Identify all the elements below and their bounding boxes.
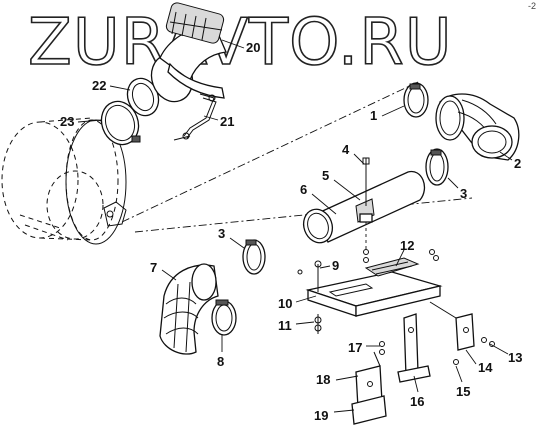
- watermark-text: ZURAVTO.RU: [28, 6, 453, 80]
- callout-23: 23: [60, 114, 74, 129]
- intake-elbow-20: [150, 2, 227, 103]
- callout-19: 19: [314, 408, 328, 423]
- callout-8: 8: [217, 354, 224, 369]
- clamp-8: [211, 299, 237, 336]
- intake-tube-6: [302, 170, 425, 244]
- support-bracket-10: [305, 271, 443, 317]
- callout-15: 15: [456, 384, 470, 399]
- hose-elbow-2: [435, 93, 520, 161]
- callout-20: 20: [246, 40, 260, 55]
- clamp-3-lower: [242, 239, 266, 275]
- fasteners-13-15-17: [379, 249, 495, 365]
- callout-12: 12: [400, 238, 414, 253]
- bracket-19: [351, 395, 387, 425]
- callout-5: 5: [322, 168, 329, 183]
- callout-7: 7: [150, 260, 157, 275]
- pad-12: [364, 257, 420, 277]
- callout-10: 10: [278, 296, 292, 311]
- callout-6: 6: [300, 182, 307, 197]
- bolts-9-11: [297, 260, 322, 334]
- lower-elbow-7: [159, 263, 219, 355]
- bolt-4: [362, 157, 370, 206]
- callout-22: 22: [92, 78, 106, 93]
- callout-18: 18: [316, 372, 330, 387]
- strap-21: [173, 93, 217, 141]
- callout-17: 17: [348, 340, 362, 355]
- callout-4: 4: [342, 142, 350, 157]
- callout-2: 2: [514, 156, 521, 171]
- air-filter-housing: [1, 117, 127, 245]
- callout-13: 13: [508, 350, 522, 365]
- callout-14: 14: [478, 360, 493, 375]
- clamp-23: [100, 100, 141, 146]
- callout-labels: 1 2 3 3 4 5 6 7 8 9 10 11 12 13 14 15 16…: [60, 40, 522, 423]
- callout-3-lower: 3: [218, 226, 225, 241]
- callout-11: 11: [278, 318, 292, 333]
- corner-mark: -2: [528, 1, 536, 11]
- leader-lines: [77, 39, 513, 413]
- callout-3-upper: 3: [460, 186, 467, 201]
- clamp-3-upper: [425, 148, 449, 186]
- clamp-1: [403, 82, 429, 118]
- callout-1: 1: [370, 108, 377, 123]
- bracket-16: [397, 313, 431, 383]
- bracket-14: [429, 301, 475, 351]
- callout-21: 21: [220, 114, 234, 129]
- callout-9: 9: [332, 258, 339, 273]
- callout-16: 16: [410, 394, 424, 409]
